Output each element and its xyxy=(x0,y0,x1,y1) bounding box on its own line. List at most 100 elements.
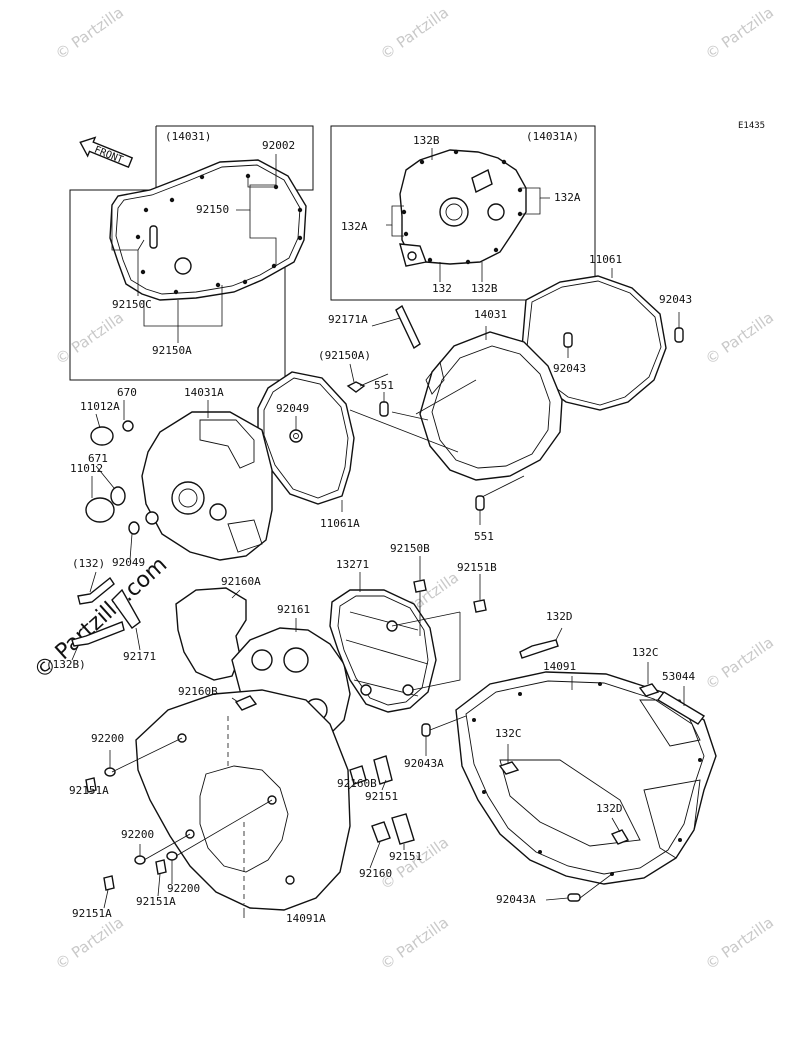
callout-c-132b-top: 132B xyxy=(413,134,440,147)
callout-c-11061a: 11061A xyxy=(320,517,360,530)
watermark-11: © Partzilla xyxy=(377,833,452,893)
callout-c-92150b: 92150B xyxy=(390,542,430,555)
spacer-92160b-mid xyxy=(349,765,367,785)
callout-c-670: 670 xyxy=(117,386,137,399)
bolt-132d-bot xyxy=(610,829,630,845)
dowel-92043a-mid xyxy=(421,723,431,737)
callout-c-551-bot: 551 xyxy=(474,530,494,543)
inset-left-frame xyxy=(69,126,286,381)
callout-c-92151a-top: 92151A xyxy=(69,784,109,797)
watermark-1: © Partzilla xyxy=(52,3,127,63)
callout-c-92171: 92171 xyxy=(123,650,156,663)
watermark-10: © Partzilla xyxy=(702,913,777,973)
callout-c-11061: 11061 xyxy=(589,253,622,266)
bolt-92151-mid xyxy=(373,755,393,785)
callout-c-132b-p: (132B) xyxy=(46,658,86,671)
watermark-9: © Partzilla xyxy=(377,913,452,973)
callout-c-132-p: (132) xyxy=(72,557,105,570)
callout-c-92160b: 92160B xyxy=(178,685,218,698)
bolt-132b xyxy=(71,621,125,647)
bolt-132d-top xyxy=(519,639,559,659)
callout-c-14031a-top: (14031A) xyxy=(526,130,579,143)
callout-c-92002: 92002 xyxy=(262,139,295,152)
washer-92200-top xyxy=(104,767,116,777)
callout-c-14031-top: (14031) xyxy=(165,130,211,143)
callout-c-53044: 53044 xyxy=(662,670,695,683)
bolt-92150a xyxy=(346,381,366,393)
bolt-92151a-top xyxy=(85,777,97,793)
stud-92171 xyxy=(111,588,141,629)
stud-92171a xyxy=(395,304,421,350)
slot xyxy=(149,225,158,249)
callout-c-92160b-mid: 92160B xyxy=(337,777,377,790)
bolt-92151b xyxy=(473,599,487,613)
dowel-551-top xyxy=(379,401,389,417)
watermark-3: © Partzilla xyxy=(702,3,777,63)
bolt-132 xyxy=(77,576,115,605)
cap-11012 xyxy=(85,497,115,523)
dowel-551-bot xyxy=(475,495,485,511)
bolt-92151a-mid xyxy=(155,859,167,875)
rod-53044 xyxy=(656,691,706,725)
callout-c-132a-l: 132A xyxy=(341,220,368,233)
callout-c-92043a-mid: 92043A xyxy=(404,757,444,770)
watermark-5: © Partzilla xyxy=(702,308,777,368)
callout-c-14031: 14031 xyxy=(474,308,507,321)
callout-c-92151a-mid: 92151A xyxy=(136,895,176,908)
diagram-code: E1435 xyxy=(738,121,765,131)
callout-c-132d-bot: 132D xyxy=(596,802,623,815)
callout-c-92160a: 92160A xyxy=(221,575,261,588)
watermark-8: © Partzilla xyxy=(52,913,127,973)
oring-670 xyxy=(122,420,134,432)
clutch-cover-14031 xyxy=(419,331,563,481)
callout-c-92150: 92150 xyxy=(196,203,229,216)
callout-c-132c-top: 132C xyxy=(632,646,659,659)
cover-14031a xyxy=(141,411,273,561)
callout-c-92150a-p: (92150A) xyxy=(318,349,371,362)
bolt-holes xyxy=(135,173,303,295)
callout-c-92151a-bot: 92151A xyxy=(72,907,112,920)
dowel-92043-mid xyxy=(563,332,573,348)
seal-92049-bot xyxy=(128,521,140,535)
front-arrow-icon: FRONT xyxy=(79,136,134,169)
inset-right-frame xyxy=(330,125,596,301)
bolt-92151a-bot xyxy=(103,875,115,891)
callout-c-92200-top: 92200 xyxy=(91,732,124,745)
callout-labels: (14031)920029215092150C92150A132B(14031A… xyxy=(46,130,695,925)
callout-c-11012: 11012 xyxy=(70,462,103,475)
spacer-92160 xyxy=(371,821,391,843)
bolt-132c-top xyxy=(638,683,660,697)
callout-c-551-top: 551 xyxy=(374,379,394,392)
cover-14091a xyxy=(135,689,351,911)
cap-11012a xyxy=(90,426,114,446)
callout-c-132a-r: 132A xyxy=(554,191,581,204)
bolt-92150b xyxy=(413,579,427,593)
callout-c-92151b: 92151B xyxy=(457,561,497,574)
callout-c-92160: 92160 xyxy=(359,867,392,880)
callout-c-92049-top: 92049 xyxy=(276,402,309,415)
inset-right xyxy=(330,125,596,301)
callout-c-132c-mid: 132C xyxy=(495,727,522,740)
callout-c-11012a: 11012A xyxy=(80,400,120,413)
callout-c-14091: 14091 xyxy=(543,660,576,673)
washer-92200-bot xyxy=(166,851,178,861)
callout-c-13271: 13271 xyxy=(336,558,369,571)
cover-14031-gasket xyxy=(109,159,307,301)
callout-c-92151-mid: 92151 xyxy=(365,790,398,803)
seal-92049-top xyxy=(289,429,303,443)
callout-c-14091a: 14091A xyxy=(286,912,326,925)
callout-c-14031a: 14031A xyxy=(184,386,224,399)
washer-92200-mid xyxy=(134,855,146,865)
oring-671 xyxy=(110,486,126,506)
callout-c-92043-r: 92043 xyxy=(659,293,692,306)
callout-c-92043a-bot: 92043A xyxy=(496,893,536,906)
callout-c-671: 671 xyxy=(88,452,108,465)
inset-left: FRONT xyxy=(69,125,314,381)
oil-window xyxy=(174,257,192,275)
callout-c-92161: 92161 xyxy=(277,603,310,616)
callout-c-132: 132 xyxy=(432,282,452,295)
callout-c-92200-bot: 92200 xyxy=(167,882,200,895)
watermark-7: © Partzilla xyxy=(702,633,777,693)
callout-c-92043-m: 92043 xyxy=(553,362,586,375)
